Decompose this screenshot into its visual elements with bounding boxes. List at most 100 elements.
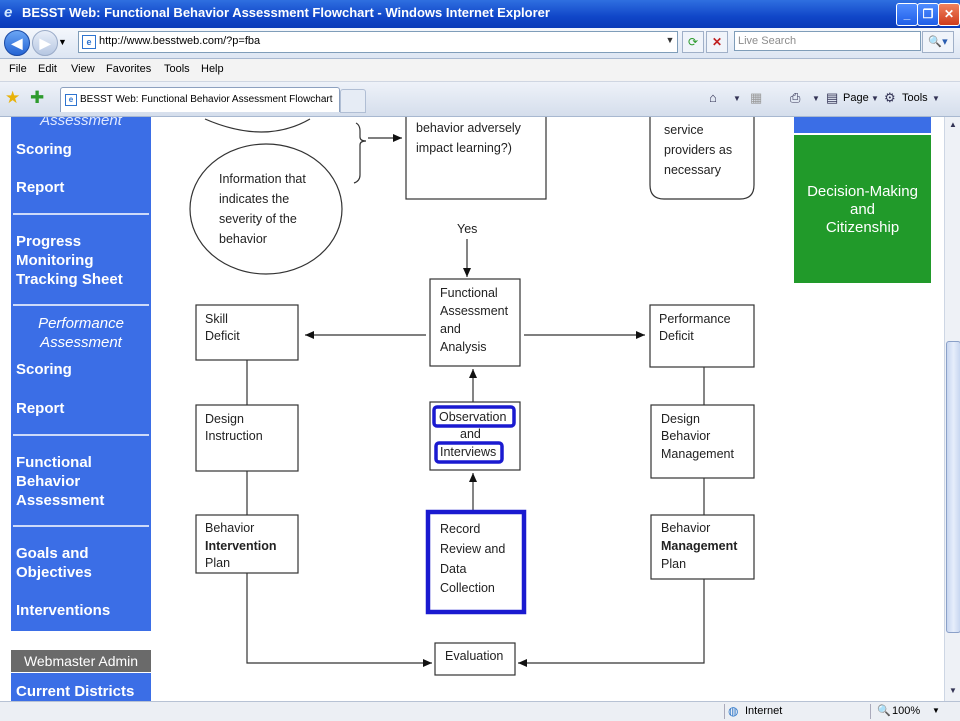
decision-making-box[interactable]: Decision-Making and Citizenship [794, 135, 931, 283]
menu-edit[interactable]: Edit [38, 63, 57, 75]
page-content: Assessment Scoring Report Progress Monit… [0, 117, 944, 701]
record-review-line: Record [440, 522, 480, 536]
design-behavior-line: Management [661, 447, 734, 461]
page-menu-button[interactable]: Page [843, 92, 869, 104]
design-behavior-line: Design [661, 412, 700, 426]
address-bar[interactable]: e http://www.besstweb.com/?p=fba [78, 31, 678, 53]
zone-label: Internet [745, 705, 783, 717]
status-divider [870, 704, 871, 719]
brace-shape [353, 122, 367, 184]
evaluation-label: Evaluation [445, 649, 503, 663]
menu-bar: File Edit View Favorites Tools Help [0, 59, 960, 82]
forward-button[interactable]: ▶ [32, 30, 58, 56]
sidebar-item-current-districts[interactable]: Current Districts [11, 673, 151, 701]
print-icon[interactable]: ⎙ [790, 90, 801, 105]
feeds-icon[interactable]: ▦ [750, 90, 763, 105]
print-dropdown-icon[interactable]: ▼ [812, 94, 820, 103]
service-providers-box [649, 117, 755, 200]
blue-panel-strip [794, 117, 931, 133]
home-dropdown-icon[interactable]: ▼ [733, 94, 741, 103]
scroll-thumb[interactable] [946, 341, 960, 633]
design-instruction-box [195, 404, 299, 472]
minimize-button[interactable]: _ [896, 3, 918, 26]
sidebar-divider [13, 304, 149, 306]
address-dropdown-icon[interactable]: ▼ [665, 35, 675, 45]
scroll-up-icon[interactable]: ▲ [949, 120, 957, 129]
performance-deficit-box [649, 304, 755, 368]
sidebar-divider [13, 213, 149, 215]
recent-pages-dropdown-icon[interactable]: ▼ [58, 37, 67, 47]
title-bar: e BESST Web: Functional Behavior Assessm… [0, 0, 960, 28]
stop-button[interactable]: ✕ [706, 31, 728, 53]
performance-deficit-line: Performance [659, 312, 731, 326]
tab-active[interactable]: e BESST Web: Functional Behavior Assessm… [60, 87, 340, 112]
fa-line: and [440, 322, 461, 336]
refresh-button[interactable]: ⟳ [682, 31, 704, 53]
bip-line: Behavior [205, 521, 254, 535]
tools-dropdown-icon[interactable]: ▼ [932, 94, 940, 103]
sidebar-heading-performance: Performance Assessment [38, 315, 124, 351]
menu-help[interactable]: Help [201, 63, 224, 75]
service-line: service [664, 123, 704, 137]
menu-favorites[interactable]: Favorites [106, 63, 152, 75]
status-bar: ◍ Internet 🔍 100% ▼ [0, 701, 960, 721]
search-icon[interactable]: 🔍▾ [922, 31, 954, 53]
severity-line: behavior [219, 232, 267, 246]
sidebar-item-scoring-2[interactable]: Scoring [16, 361, 72, 378]
sidebar-item-goals[interactable]: Goals and Objectives [16, 545, 92, 581]
design-instruction-line: Design [205, 412, 244, 426]
design-instruction-line: Instruction [205, 429, 263, 443]
new-tab-button[interactable] [340, 89, 366, 113]
design-behavior-line: Behavior [661, 429, 710, 443]
ie-logo-icon: e [4, 4, 13, 21]
tab-label: BESST Web: Functional Behavior Assessmen… [80, 94, 333, 105]
sidebar-item-interventions[interactable]: Interventions [16, 602, 111, 619]
close-button[interactable]: ✕ [938, 3, 960, 26]
menu-file[interactable]: File [9, 63, 27, 75]
sidebar-item-scoring-1[interactable]: Scoring [16, 141, 72, 158]
zoom-icon[interactable]: 🔍 [877, 705, 891, 717]
severity-line: Information that [219, 172, 306, 186]
yes-label: Yes [457, 222, 477, 236]
observation-highlight [432, 405, 516, 428]
sidebar-heading-assessment: Assessment [40, 117, 122, 129]
sidebar-item-report-2[interactable]: Report [16, 400, 65, 417]
record-review-line: Collection [440, 581, 495, 595]
performance-deficit-line: Deficit [659, 329, 694, 343]
decision-making-label: Decision-Making and Citizenship [807, 183, 918, 236]
zoom-dropdown-icon[interactable]: ▼ [932, 706, 940, 715]
record-review-line: Review and [440, 542, 505, 556]
maximize-button[interactable]: ❐ [917, 3, 939, 26]
bip-line: Plan [205, 556, 230, 570]
scroll-down-icon[interactable]: ▼ [949, 686, 957, 695]
add-favorite-icon[interactable]: ✚ [30, 88, 45, 107]
status-divider [724, 704, 725, 719]
fa-box [429, 278, 521, 367]
sidebar-item-report-1[interactable]: Report [16, 179, 65, 196]
gear-icon: ⚙ [884, 90, 896, 105]
zoom-level[interactable]: 100% [892, 705, 921, 717]
skill-deficit-box [195, 304, 299, 361]
current-districts-label: Current Districts [16, 683, 135, 700]
interviews-highlight [434, 441, 504, 464]
back-button[interactable]: ◀ [4, 30, 30, 56]
fa-line: Assessment [440, 304, 509, 318]
menu-view[interactable]: View [71, 63, 95, 75]
menu-tools[interactable]: Tools [164, 63, 190, 75]
vertical-scrollbar[interactable]: ▲ ▼ [944, 117, 960, 701]
home-icon[interactable]: ⌂ [709, 90, 717, 105]
sidebar: Assessment Scoring Report Progress Monit… [11, 117, 151, 631]
service-line: necessary [664, 163, 722, 177]
favorites-star-icon[interactable]: ★ [5, 88, 21, 107]
tools-menu-button[interactable]: Tools [902, 92, 928, 104]
search-input[interactable]: Live Search [734, 31, 921, 51]
sidebar-item-progress-monitoring[interactable]: Progress Monitoring Tracking Sheet [16, 233, 123, 288]
page-dropdown-icon[interactable]: ▼ [871, 94, 879, 103]
bmp-bold: Management [661, 539, 738, 553]
address-input[interactable]: http://www.besstweb.com/?p=fba [99, 35, 261, 47]
severity-line: severity of the [219, 212, 297, 226]
fa-line: Analysis [440, 340, 487, 354]
bmp-line: Plan [661, 557, 686, 571]
sidebar-item-fba[interactable]: Functional Behavior Assessment [16, 454, 105, 509]
sidebar-divider [13, 525, 149, 527]
